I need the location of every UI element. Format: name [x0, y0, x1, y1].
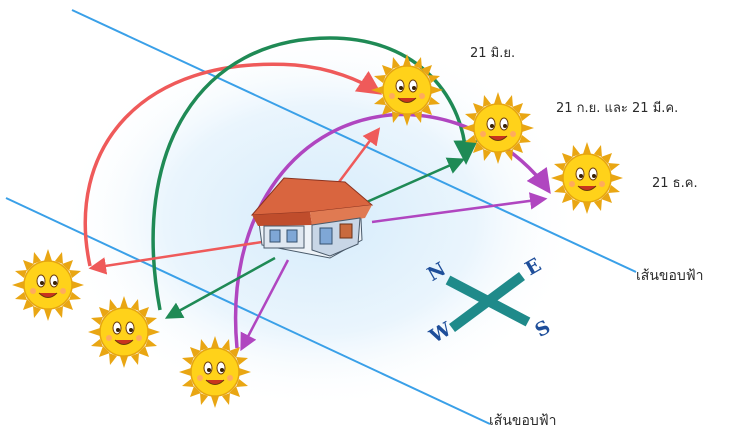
compass-icon: [445, 271, 531, 333]
december-sunset-arrow: [240, 259, 290, 352]
label-horizon-bottom: เส้นขอบฟ้า: [489, 413, 557, 429]
december-sunrise-arrow: [371, 192, 548, 224]
label-equinox: 21 ก.ย. และ 21 มี.ค.: [556, 101, 679, 116]
equinox-sunrise-arrow: [359, 157, 466, 207]
equinox-sun-path: [151, 36, 478, 311]
june-sunset-arrow: [88, 240, 263, 275]
label-june-21: 21 มิ.ย.: [470, 46, 516, 61]
label-horizon-right: เส้นขอบฟ้า: [636, 268, 704, 284]
horizon-line-north: [71, 9, 637, 273]
june-sun-path: [83, 62, 383, 267]
house-icon: [250, 177, 374, 259]
equinox-sunset-arrow: [164, 256, 276, 319]
label-december-21: 21 ธ.ค.: [652, 176, 698, 191]
